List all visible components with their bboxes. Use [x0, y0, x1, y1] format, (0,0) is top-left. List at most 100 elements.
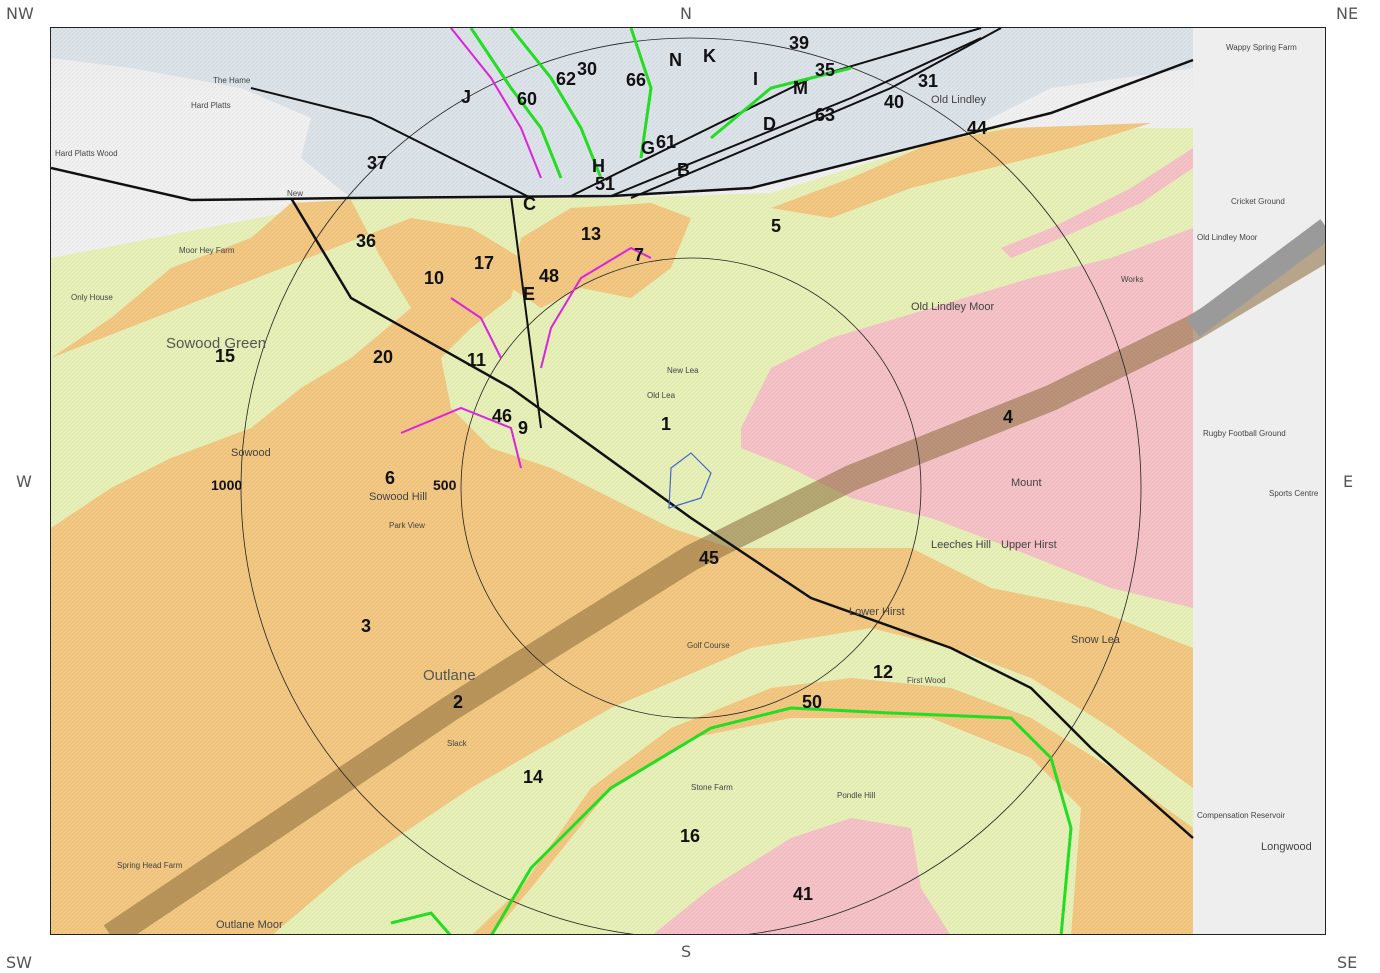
- geology-map[interactable]: 500 1000 Sowood Green Outlane Old Lindle…: [50, 27, 1326, 935]
- seam-magenta-3: [450, 297, 502, 359]
- place-golf-course: Golf Course: [687, 641, 730, 650]
- unit-label-13: 13: [581, 224, 601, 244]
- place-the-hame: The Hame: [213, 76, 251, 85]
- seam-green-sw: [390, 911, 452, 934]
- fault-line-4: [510, 195, 542, 429]
- unit-label-2: 2: [453, 692, 463, 712]
- unit-label-51: 51: [595, 174, 615, 194]
- unit-label-66: 66: [626, 70, 646, 90]
- unit-label-D: D: [763, 114, 776, 134]
- place-old-lindley: Old Lindley: [931, 94, 987, 106]
- place-new-lea: New Lea: [667, 366, 699, 375]
- place-moor-hey-farm: Moor Hey Farm: [179, 246, 235, 255]
- unit-label-3: 3: [361, 616, 371, 636]
- unit-label-B: B: [677, 160, 690, 180]
- unit-label-39: 39: [789, 33, 809, 53]
- place-park-view: Park View: [389, 521, 425, 530]
- distance-ring-1000: [240, 37, 1142, 934]
- fault-line-2: [289, 197, 1194, 839]
- place-pondle-hill: Pondle Hill: [837, 791, 875, 800]
- unit-label-14: 14: [523, 767, 543, 787]
- place-rugby-ground: Rugby Football Ground: [1203, 429, 1286, 438]
- compass-s: S: [681, 942, 692, 961]
- unit-label-20: 20: [373, 347, 393, 367]
- place-slack: Slack: [447, 739, 468, 748]
- place-sowood-green: Sowood Green: [166, 335, 266, 352]
- place-compensation-reservoir: Compensation Reservoir: [1197, 811, 1285, 820]
- place-sowood: Sowood: [231, 447, 271, 459]
- place-mount: Mount: [1011, 477, 1042, 489]
- unit-label-41: 41: [793, 884, 813, 904]
- seam-green-62: [509, 28, 603, 179]
- unit-label-40: 40: [884, 92, 904, 112]
- unit-label-37: 37: [367, 153, 387, 173]
- fault-line-7: [630, 28, 1002, 199]
- unit-label-K: K: [703, 46, 716, 66]
- unit-label-E: E: [523, 284, 535, 304]
- unit-label-N: N: [669, 50, 682, 70]
- place-old-lea: Old Lea: [647, 391, 676, 400]
- unit-label-J: J: [461, 87, 471, 107]
- place-first-wood: First Wood: [907, 676, 946, 685]
- place-works: Works: [1121, 275, 1144, 284]
- place-snow-lea: Snow Lea: [1071, 634, 1121, 646]
- compass-ne: NE: [1336, 4, 1359, 23]
- distance-ring-500: [460, 257, 922, 719]
- compass-n: N: [680, 4, 692, 23]
- place-spring-head-farm: Spring Head Farm: [117, 861, 183, 870]
- place-stone-farm: Stone Farm: [691, 783, 733, 792]
- unit-label-1: 1: [661, 414, 671, 434]
- place-sowood-hill: Sowood Hill: [369, 491, 427, 503]
- unit-label-G: G: [641, 138, 655, 158]
- unit-label-30: 30: [577, 59, 597, 79]
- unit-label-35: 35: [815, 60, 835, 80]
- unit-label-M: M: [793, 78, 808, 98]
- place-leeches-hill: Leeches Hill: [931, 539, 991, 551]
- seam-magenta-4: [400, 406, 522, 469]
- unit-label-7: 7: [634, 245, 644, 265]
- seam-magenta-2: [540, 246, 652, 369]
- unit-label-61: 61: [656, 132, 676, 152]
- fault-line-6: [610, 37, 982, 197]
- unit-label-45: 45: [699, 548, 719, 568]
- compass-sw: SW: [6, 953, 32, 972]
- unit-label-36: 36: [356, 231, 376, 251]
- place-outlane-moor: Outlane Moor: [216, 919, 283, 931]
- unit-label-48: 48: [539, 266, 559, 286]
- place-hard-platts-wood: Hard Platts Wood: [55, 149, 118, 158]
- compass-se: SE: [1337, 953, 1358, 972]
- seam-green-66: [629, 28, 653, 159]
- unit-label-46: 46: [492, 406, 512, 426]
- seam-magenta-1: [450, 28, 542, 179]
- unit-label-4: 4: [1003, 407, 1013, 427]
- unit-label-44: 44: [967, 118, 987, 138]
- fault-line-3: [250, 87, 532, 199]
- unit-label-11: 11: [467, 350, 486, 370]
- place-cricket-ground: Cricket Ground: [1231, 197, 1285, 206]
- ring-label-1000: 1000: [211, 477, 242, 493]
- unit-label-5: 5: [771, 216, 781, 236]
- place-wappy-spring-farm: Wappy Spring Farm: [1226, 43, 1297, 52]
- place-only-house: Only House: [71, 293, 113, 302]
- unit-label-17: 17: [474, 253, 494, 273]
- compass-w: W: [16, 472, 32, 491]
- ring-label-500: 500: [433, 477, 457, 493]
- unit-label-12: 12: [873, 662, 893, 682]
- place-longwood: Longwood: [1261, 841, 1312, 853]
- place-outlane: Outlane: [423, 667, 476, 684]
- unit-label-50: 50: [802, 692, 822, 712]
- place-lower-hirst: Lower Hirst: [849, 606, 905, 618]
- unit-label-63: 63: [815, 105, 835, 125]
- unit-label-C: C: [523, 194, 536, 214]
- seam-green-ne: [710, 66, 852, 140]
- compass-nw: NW: [6, 4, 34, 23]
- place-upper-hirst: Upper Hirst: [1001, 539, 1057, 551]
- map-canvas: 500 1000 Sowood Green Outlane Old Lindle…: [51, 28, 1325, 934]
- unit-label-62: 62: [556, 69, 576, 89]
- unit-label-16: 16: [680, 826, 700, 846]
- seam-green-60: [469, 28, 563, 179]
- unit-label-H: H: [592, 156, 605, 176]
- seam-green-50: [490, 706, 1073, 934]
- compass-e: E: [1343, 472, 1354, 491]
- unit-label-10: 10: [424, 268, 444, 288]
